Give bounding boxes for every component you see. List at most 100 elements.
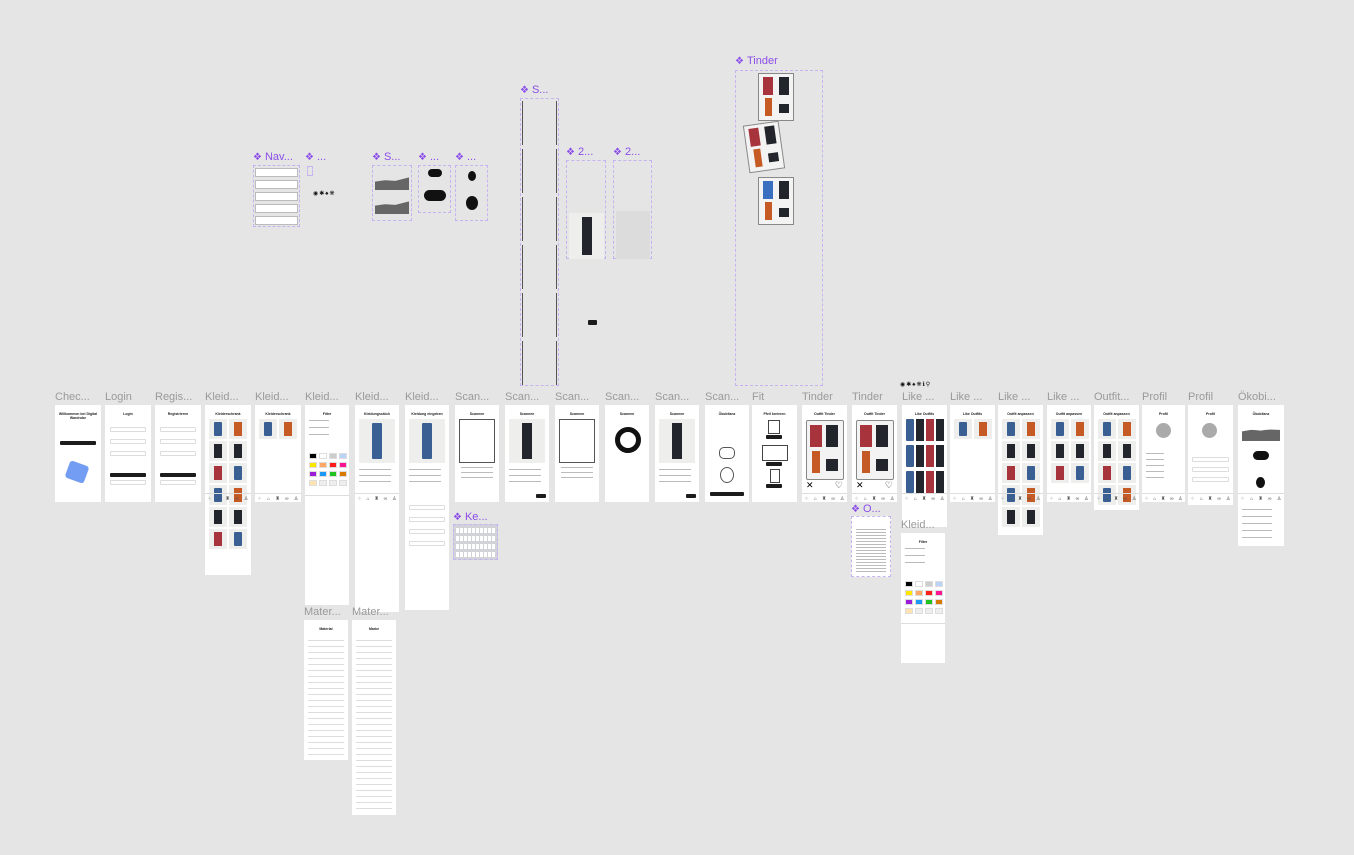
color-swatch[interactable] <box>925 608 933 614</box>
co2-icon[interactable]: ∞ <box>881 495 885 502</box>
screen-frame-welcome[interactable]: Willkommen bei Digital Wardrobe <box>55 405 101 502</box>
hanger-icon[interactable]: ⌂ <box>961 495 965 502</box>
list-row[interactable] <box>356 664 392 665</box>
frame-label[interactable]: Regis... <box>155 391 193 403</box>
list-row[interactable] <box>356 742 392 743</box>
list-row[interactable] <box>308 718 344 719</box>
input-field[interactable] <box>1192 467 1229 472</box>
list-row[interactable] <box>356 748 392 749</box>
list-row[interactable] <box>356 700 392 701</box>
screen-frame-grid[interactable]: Outfit anpassen⁘⌂♜∞♙ <box>1094 405 1139 510</box>
shirt-icon[interactable]: ♜ <box>1160 495 1166 502</box>
co2-icon[interactable]: ∞ <box>831 495 835 502</box>
list-row[interactable] <box>308 646 344 647</box>
frame-label[interactable]: Tinder <box>852 391 883 403</box>
component-charts[interactable] <box>372 165 412 221</box>
screen-frame-likes[interactable]: Like Outfits⁘⌂♜∞♙ <box>902 405 947 527</box>
shirt-icon[interactable]: ♜ <box>1207 495 1213 502</box>
component-label[interactable]: ❖... <box>418 151 439 163</box>
frame-label[interactable]: Outfit... <box>1094 391 1130 403</box>
input-field[interactable] <box>110 427 146 432</box>
list-row[interactable] <box>356 670 392 671</box>
component-receipt-photo[interactable] <box>613 160 652 259</box>
color-swatch[interactable] <box>935 599 943 605</box>
co2-icon[interactable]: ∞ <box>931 495 935 502</box>
frame-label[interactable]: Scan... <box>655 391 690 403</box>
list-row[interactable] <box>308 730 344 731</box>
screen-frame-form[interactable]: Registrieren <box>155 405 201 502</box>
shirt-icon[interactable]: ♜ <box>374 495 379 502</box>
co2-icon[interactable]: ∞ <box>979 495 983 502</box>
frame-label[interactable]: Mater... <box>304 606 341 618</box>
color-swatch[interactable] <box>339 462 347 468</box>
component-label[interactable]: ❖O... <box>851 503 881 515</box>
profile-icon[interactable]: ♙ <box>1276 495 1282 502</box>
scan-icon[interactable]: ⁘ <box>257 495 262 502</box>
screen-frame-tinder[interactable]: Outfit Tinder✕♡⁘⌂♜∞♙ <box>802 405 847 502</box>
co2-icon[interactable]: ∞ <box>1075 495 1080 502</box>
frame-label[interactable]: Scan... <box>605 391 640 403</box>
google-button[interactable] <box>160 480 196 485</box>
profile-icon[interactable]: ♙ <box>889 495 895 502</box>
component-label[interactable]: ❖... <box>305 151 326 163</box>
hanger-icon[interactable]: ⌂ <box>913 495 917 502</box>
screen-frame-profile[interactable]: Profil⁘⌂♜∞♙ <box>1142 405 1185 502</box>
scan-icon[interactable]: ⁘ <box>207 495 212 502</box>
frame-label[interactable]: Ökobi... <box>1238 391 1276 403</box>
scan-icon[interactable]: ⁘ <box>804 495 809 502</box>
co2-icon[interactable]: ∞ <box>1169 495 1174 502</box>
input-field[interactable] <box>409 517 445 522</box>
like-icon[interactable]: ♡ <box>834 480 843 490</box>
list-row[interactable] <box>308 682 344 683</box>
color-swatch[interactable] <box>329 453 337 459</box>
scan-icon[interactable]: ⁘ <box>1096 495 1101 502</box>
component-label[interactable]: ❖2... <box>566 146 593 158</box>
list-row[interactable] <box>308 742 344 743</box>
frame-label[interactable]: Kleid... <box>355 391 389 403</box>
co2-icon[interactable]: ∞ <box>383 495 388 502</box>
frame-label[interactable]: Kleid... <box>305 391 339 403</box>
list-row[interactable] <box>356 682 392 683</box>
screen-frame-eco2[interactable]: Ökobilanz⁘⌂♜∞♙ <box>1238 405 1284 546</box>
scan-icon[interactable]: ⁘ <box>904 495 909 502</box>
hanger-icon[interactable]: ⌂ <box>1250 495 1254 502</box>
list-row[interactable] <box>356 694 392 695</box>
color-swatch[interactable] <box>915 581 923 587</box>
component-jeans-photo[interactable] <box>566 160 606 259</box>
frame-label[interactable]: Scan... <box>455 391 490 403</box>
continue-button[interactable] <box>710 492 744 496</box>
list-row[interactable] <box>356 736 392 737</box>
profile-icon[interactable]: ♙ <box>1035 495 1041 502</box>
shirt-icon[interactable]: ♜ <box>871 495 877 502</box>
frame-label[interactable]: Profil <box>1188 391 1214 403</box>
list-row[interactable] <box>356 646 392 647</box>
color-swatch[interactable] <box>319 462 327 468</box>
list-row[interactable] <box>308 688 344 689</box>
profile-icon[interactable]: ♙ <box>839 495 845 502</box>
co2-icon[interactable]: ∞ <box>1217 495 1221 502</box>
profile-icon[interactable]: ♙ <box>243 495 249 502</box>
component-dots[interactable] <box>307 166 313 176</box>
dislike-icon[interactable]: ✕ <box>856 480 864 490</box>
screen-frame-list[interactable]: Marke <box>352 620 396 815</box>
scan-icon[interactable]: ⁘ <box>1000 495 1005 502</box>
shirt-icon[interactable]: ♜ <box>1017 495 1023 502</box>
shirt-icon[interactable]: ♜ <box>969 495 975 502</box>
scan-icon[interactable]: ⁘ <box>952 495 957 502</box>
hanger-icon[interactable]: ⌂ <box>217 495 221 502</box>
component-label[interactable]: ❖... <box>455 151 476 163</box>
screen-frame-filter[interactable]: Filter <box>901 533 945 663</box>
hanger-icon[interactable]: ⌂ <box>1058 495 1062 502</box>
hanger-icon[interactable]: ⌂ <box>863 495 867 502</box>
list-row[interactable] <box>356 778 392 779</box>
screen-frame-tinder[interactable]: Outfit Tinder✕♡⁘⌂♜∞♙ <box>852 405 897 502</box>
color-swatch[interactable] <box>309 453 317 459</box>
frame-label[interactable]: Like ... <box>902 391 935 403</box>
shirt-icon[interactable]: ♜ <box>821 495 827 502</box>
color-swatch[interactable] <box>329 480 337 486</box>
scan-icon[interactable]: ⁘ <box>1190 495 1195 502</box>
shirt-icon[interactable]: ♜ <box>1113 495 1119 502</box>
color-swatch[interactable] <box>905 590 913 596</box>
co2-icon[interactable]: ∞ <box>285 495 289 502</box>
component-drops[interactable] <box>455 165 488 221</box>
